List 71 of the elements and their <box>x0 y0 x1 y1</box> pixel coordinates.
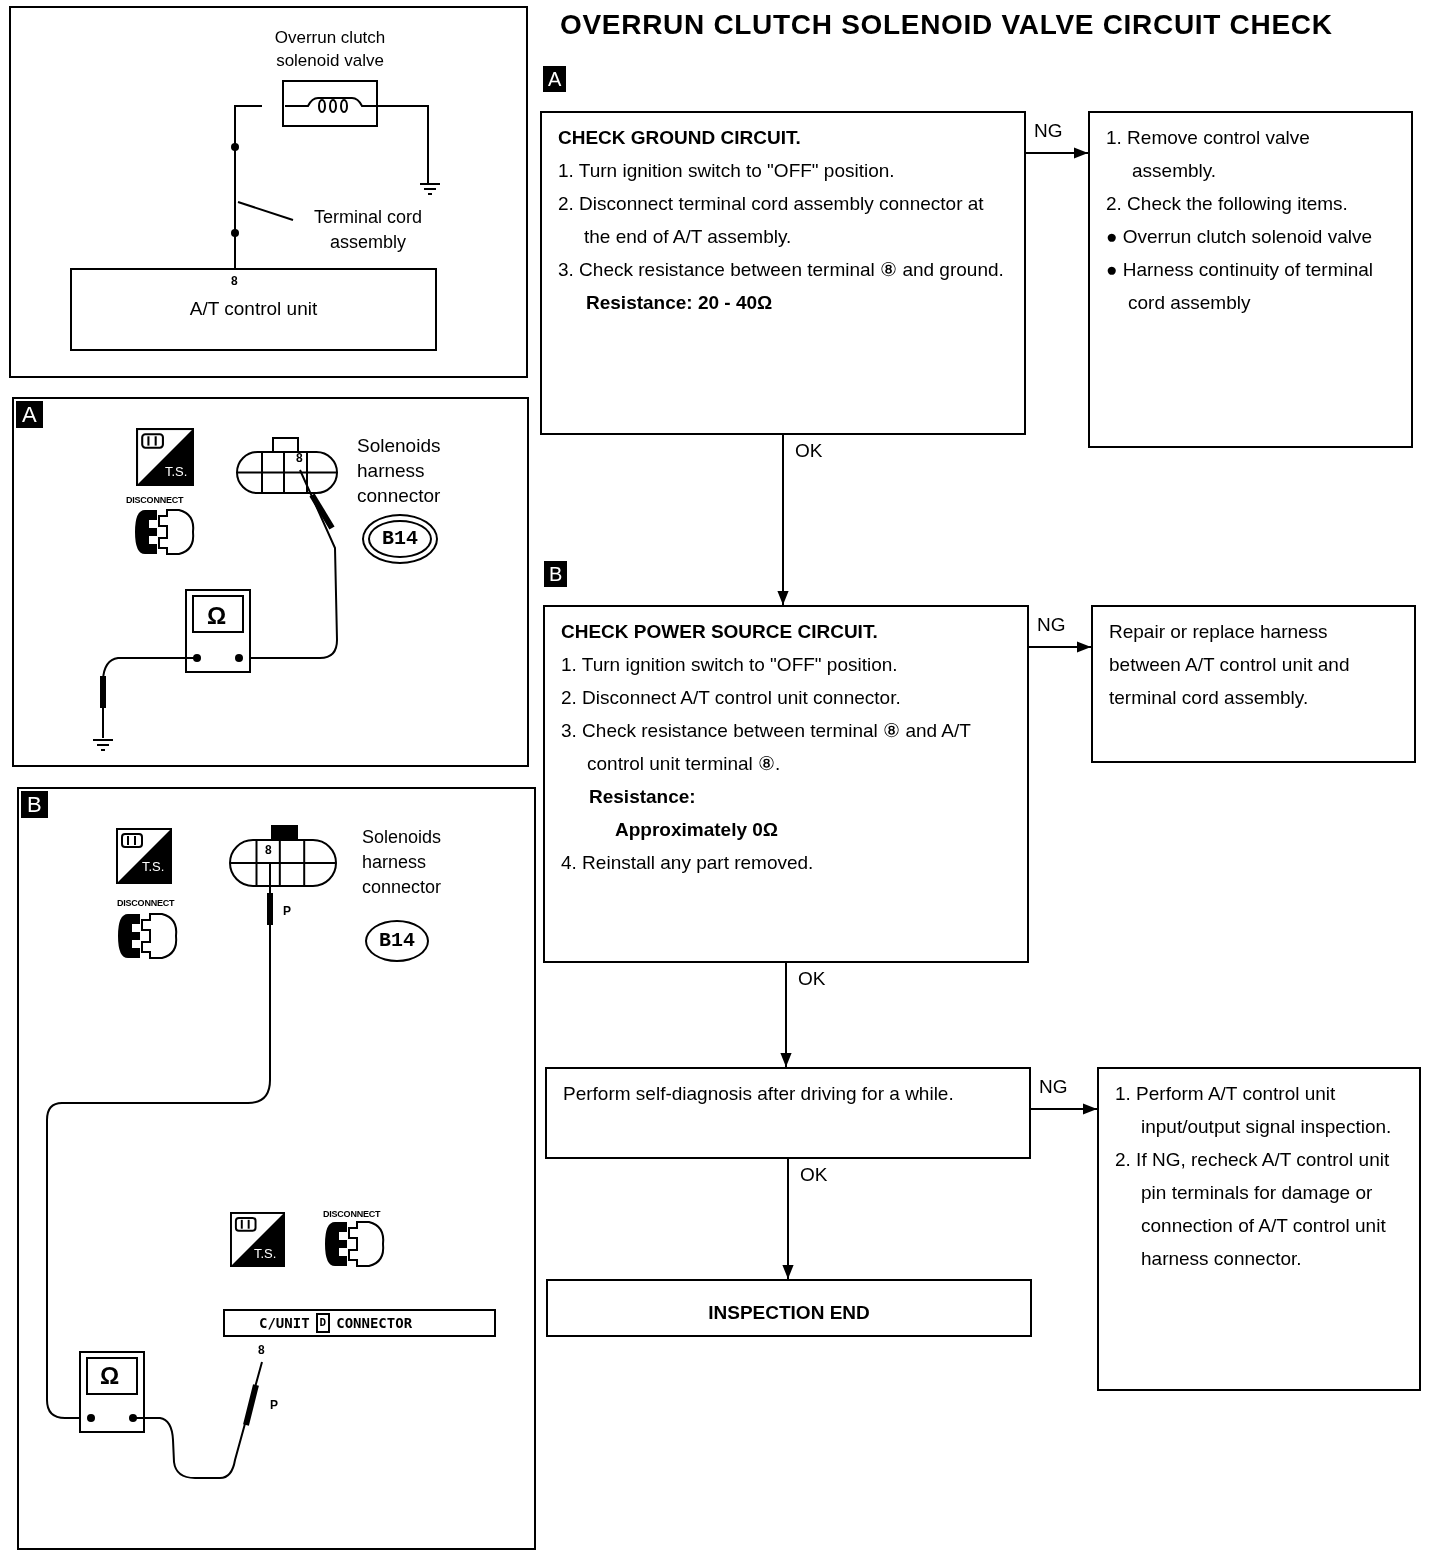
terminal-number: 8 <box>231 273 238 290</box>
process-box <box>543 605 1029 963</box>
connector-caption: C/UNIT <box>259 1313 310 1333</box>
title: OVERRUN CLUTCH SOLENOID VALVE CIRCUIT CHECK <box>560 8 1333 42</box>
connector-id-badge <box>365 920 429 962</box>
ohm-symbol: Ω <box>207 601 227 631</box>
circuit-wire <box>234 105 263 269</box>
step-text: INSPECTION END <box>707 1300 871 1325</box>
flow-arrow <box>1025 147 1089 159</box>
step-text: ● Harness continuity of terminal cord assembly <box>1106 258 1375 315</box>
flow-arrow <box>782 1158 794 1280</box>
step-text: 1. Turn ignition switch to "OFF" position. <box>561 653 899 677</box>
connector-tab: D <box>315 1313 331 1333</box>
flow-arrow <box>1030 1103 1098 1115</box>
step-marker: A <box>543 66 567 92</box>
step-text: Resistance: <box>588 785 697 809</box>
connector-label: Solenoids harness connector <box>362 826 443 899</box>
step-text: CHECK GROUND CIRCUIT. <box>558 126 802 150</box>
connector-id: B14 <box>379 928 415 954</box>
process-box <box>1088 111 1413 448</box>
disconnect-caption: DISCONNECT <box>126 494 184 507</box>
step-text: 2. Disconnect terminal cord assembly connector at the end of A/T assembly. <box>558 192 985 249</box>
flow-arrow <box>1028 641 1092 653</box>
process-box <box>540 111 1026 435</box>
step-text: 4. Reinstall any part removed. <box>561 851 815 875</box>
connector-label: Solenoids harness connector <box>357 434 442 508</box>
step-text: 1. Perform A/T control unit input/output signal inspection. <box>1115 1082 1393 1139</box>
step-text: 3. Check resistance between terminal ⑧ and ground. <box>558 258 1005 282</box>
ohm-symbol: Ω <box>100 1361 120 1391</box>
step-text: 2. Disconnect A/T control unit connector. <box>561 686 902 710</box>
step-text: Approximately 0Ω <box>614 818 780 842</box>
step-text: Repair or replace harness between A/T control unit and terminal cord assembly. <box>1109 620 1351 710</box>
component-label: Terminal cord assembly <box>312 206 423 254</box>
icon-caption: T.S. <box>254 1245 277 1263</box>
icon-caption: T.S. <box>142 858 165 876</box>
step-text: 2. Check the following items. <box>1106 192 1349 216</box>
step-text: 1. Remove control valve assembly. <box>1106 126 1311 183</box>
process-box <box>1097 1067 1421 1391</box>
process-box <box>1091 605 1416 763</box>
step-text: 3. Check resistance between terminal ⑧ and A/T control unit terminal ⑧. <box>561 719 972 776</box>
end-box <box>546 1279 1032 1337</box>
step-text: ● Overrun clutch solenoid valve <box>1106 225 1373 249</box>
terminal-number: 8 <box>296 450 303 467</box>
panel-marker: A <box>16 401 43 428</box>
step-text: CHECK POWER SOURCE CIRCUIT. <box>561 620 879 644</box>
probe-label: P <box>283 903 291 920</box>
probe-label: P <box>270 1397 278 1414</box>
illustration-panel <box>17 787 536 1550</box>
icon-caption: T.S. <box>165 463 188 481</box>
step-text: 1. Turn ignition switch to "OFF" position. <box>558 159 896 183</box>
process-box <box>545 1067 1031 1159</box>
panel-marker: B <box>21 791 48 818</box>
leader-line <box>237 201 294 221</box>
control-unit-box <box>70 268 437 351</box>
unit-label: A/T control unit <box>189 297 318 322</box>
connector-strip <box>223 1309 496 1337</box>
connector-caption: CONNECTOR <box>336 1313 413 1333</box>
step-marker: B <box>544 561 568 587</box>
disconnect-caption: DISCONNECT <box>323 1208 381 1221</box>
illustration-panel <box>12 397 529 767</box>
step-text: Resistance: 20 - 40Ω <box>585 291 774 315</box>
step-text: 2. If NG, recheck A/T control unit pin terminals for damage or connection of A/T control unit harness connector. <box>1115 1148 1391 1271</box>
connector-id-badge <box>362 514 438 564</box>
terminal-number: 8 <box>265 842 272 859</box>
component-label: Overrun clutch solenoid valve <box>273 27 387 72</box>
flow-arrow <box>780 962 792 1068</box>
terminal-number: 8 <box>258 1342 265 1359</box>
flow-arrow <box>777 434 789 606</box>
step-text: Perform self-diagnosis after driving for a while. <box>563 1082 955 1106</box>
disconnect-caption: DISCONNECT <box>117 897 175 910</box>
connector-id: B14 <box>382 526 418 552</box>
